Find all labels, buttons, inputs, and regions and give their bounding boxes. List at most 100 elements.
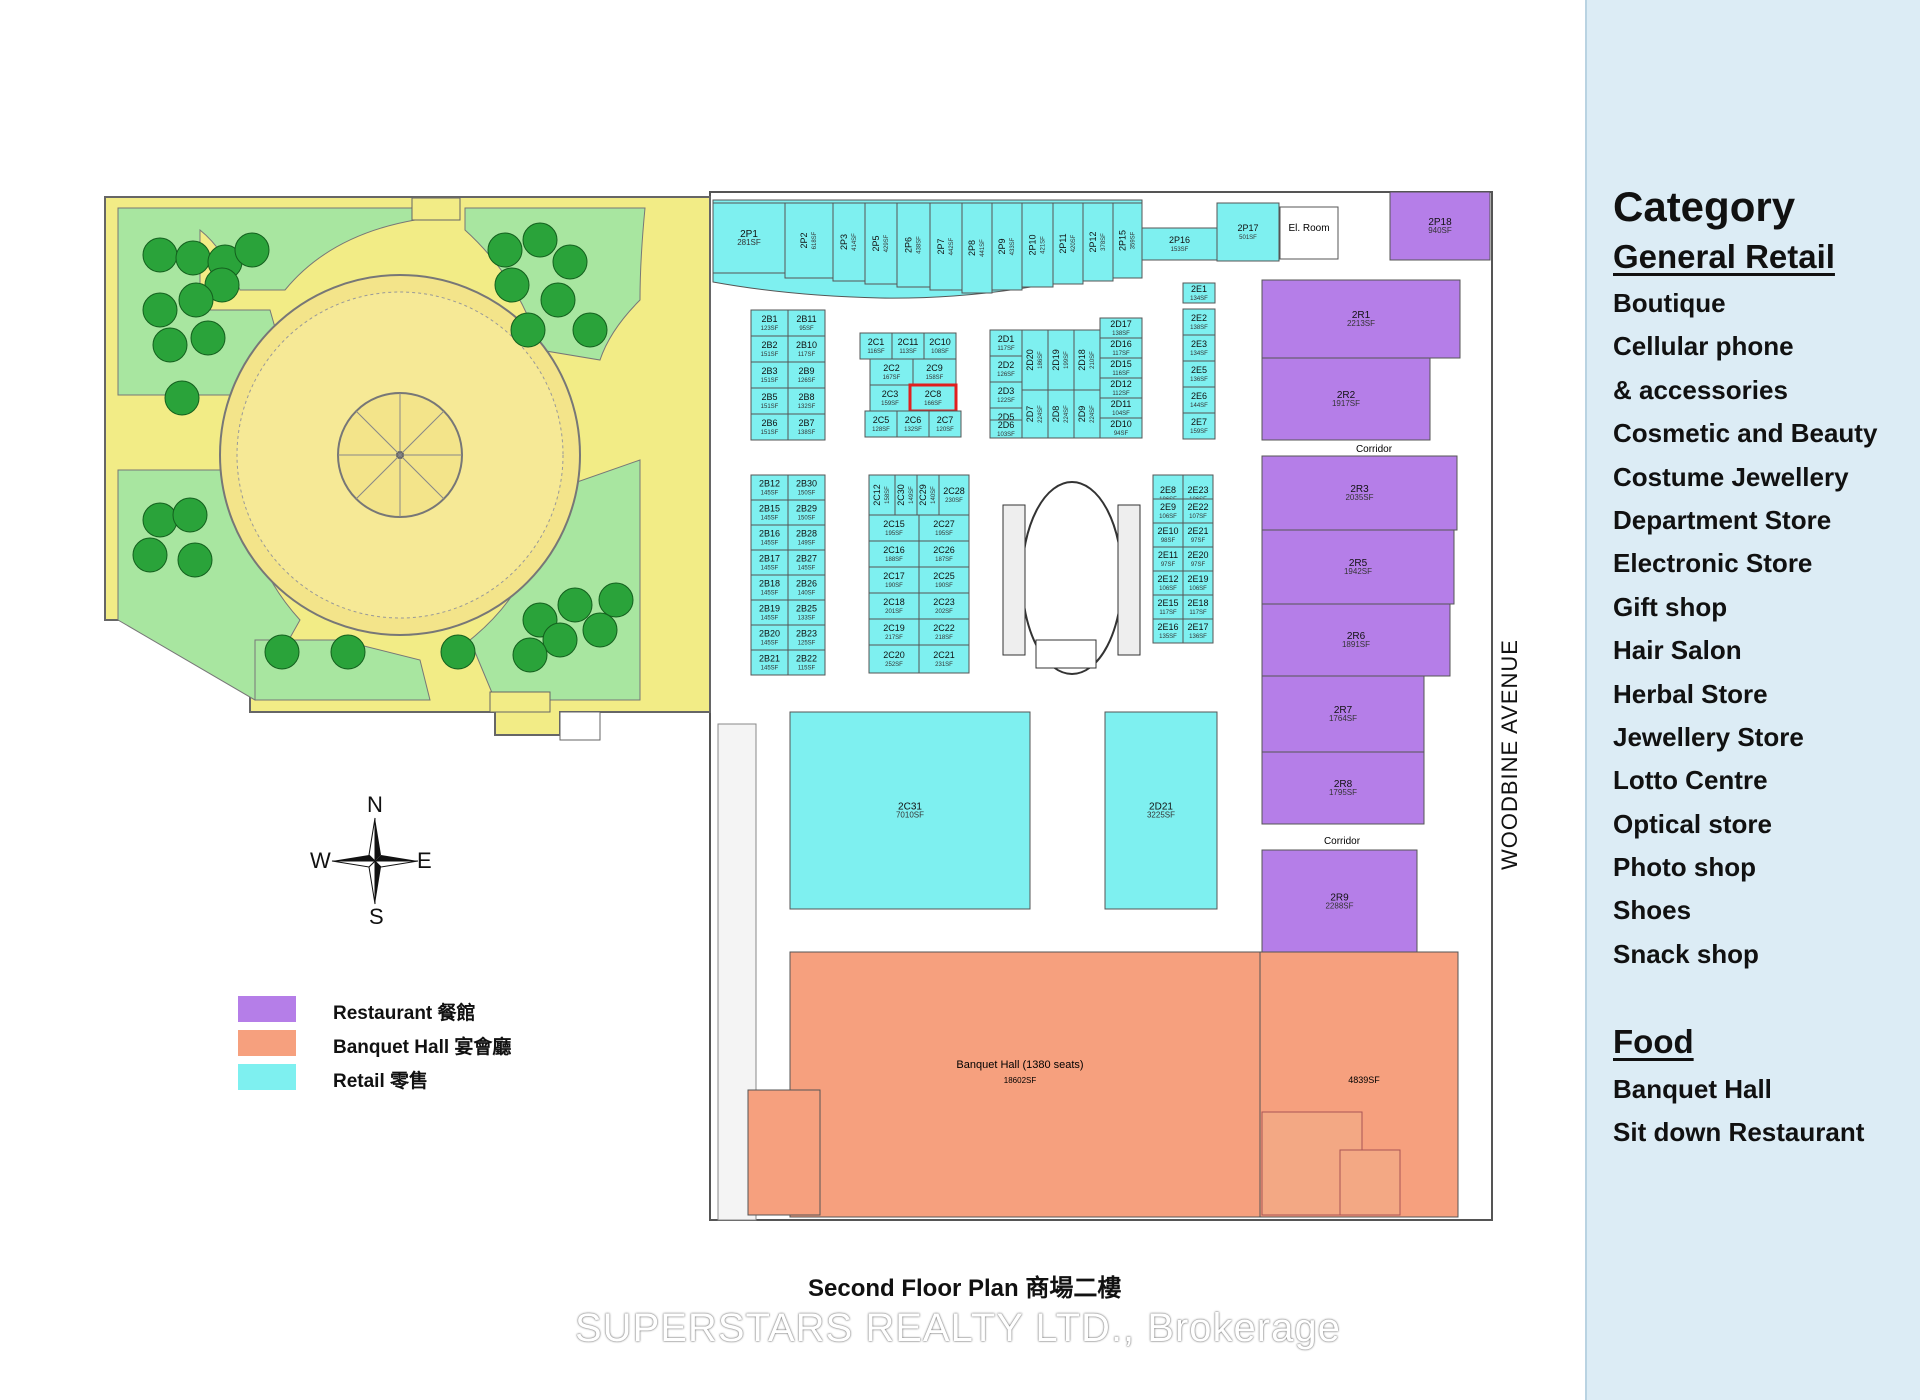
unit-shape[interactable] <box>868 474 896 516</box>
unit-shape[interactable] <box>1182 618 1214 644</box>
unit-shape[interactable] <box>1099 417 1143 439</box>
unit-shape[interactable] <box>1082 202 1114 282</box>
unit-shape[interactable] <box>1052 202 1084 285</box>
unit-shape[interactable] <box>1182 570 1214 596</box>
unit-shape[interactable] <box>864 410 898 438</box>
unit-shape[interactable] <box>750 574 789 601</box>
unit-shape[interactable] <box>750 649 789 676</box>
unit-shape[interactable] <box>750 413 789 441</box>
unit-shape[interactable] <box>1182 546 1214 572</box>
unit-shape[interactable] <box>1261 675 1425 753</box>
unit-shape[interactable] <box>1141 227 1218 261</box>
unit-shape[interactable] <box>787 599 826 626</box>
unit-shape[interactable] <box>1261 279 1461 359</box>
unit-shape[interactable] <box>1261 603 1451 677</box>
unit-shape[interactable] <box>938 474 970 516</box>
unit-shape[interactable] <box>1021 202 1054 288</box>
unit-shape[interactable] <box>928 410 962 438</box>
unit-shape[interactable] <box>750 524 789 551</box>
unit-shape[interactable] <box>787 574 826 601</box>
unit-shape[interactable] <box>787 335 826 363</box>
unit-shape[interactable] <box>787 361 826 389</box>
unit-shape[interactable] <box>918 514 970 542</box>
unit-shape[interactable] <box>1152 522 1184 548</box>
unit-shape[interactable] <box>712 202 786 274</box>
unit-shape[interactable] <box>1021 329 1049 391</box>
unit-shape[interactable] <box>787 524 826 551</box>
unit-shape[interactable] <box>1073 389 1101 439</box>
unit-shape[interactable] <box>787 649 826 676</box>
unit-shape[interactable] <box>750 387 789 415</box>
unit-shape[interactable] <box>1261 455 1458 531</box>
unit-shape[interactable] <box>1152 498 1184 524</box>
unit-shape[interactable] <box>891 332 925 360</box>
unit-shape[interactable] <box>750 499 789 526</box>
unit-shape[interactable] <box>832 202 866 282</box>
unit-shape[interactable] <box>1182 498 1214 524</box>
unit-shape[interactable] <box>918 592 970 620</box>
unit-shape[interactable] <box>896 202 931 288</box>
unit-shape[interactable] <box>868 566 920 594</box>
unit-shape[interactable] <box>1216 202 1280 262</box>
unit-shape[interactable] <box>1182 282 1216 304</box>
unit-shape[interactable] <box>787 624 826 651</box>
unit-shape[interactable] <box>789 711 1031 910</box>
unit-shape[interactable] <box>1152 570 1184 596</box>
unit-shape[interactable] <box>1112 202 1143 279</box>
unit-shape[interactable] <box>750 335 789 363</box>
